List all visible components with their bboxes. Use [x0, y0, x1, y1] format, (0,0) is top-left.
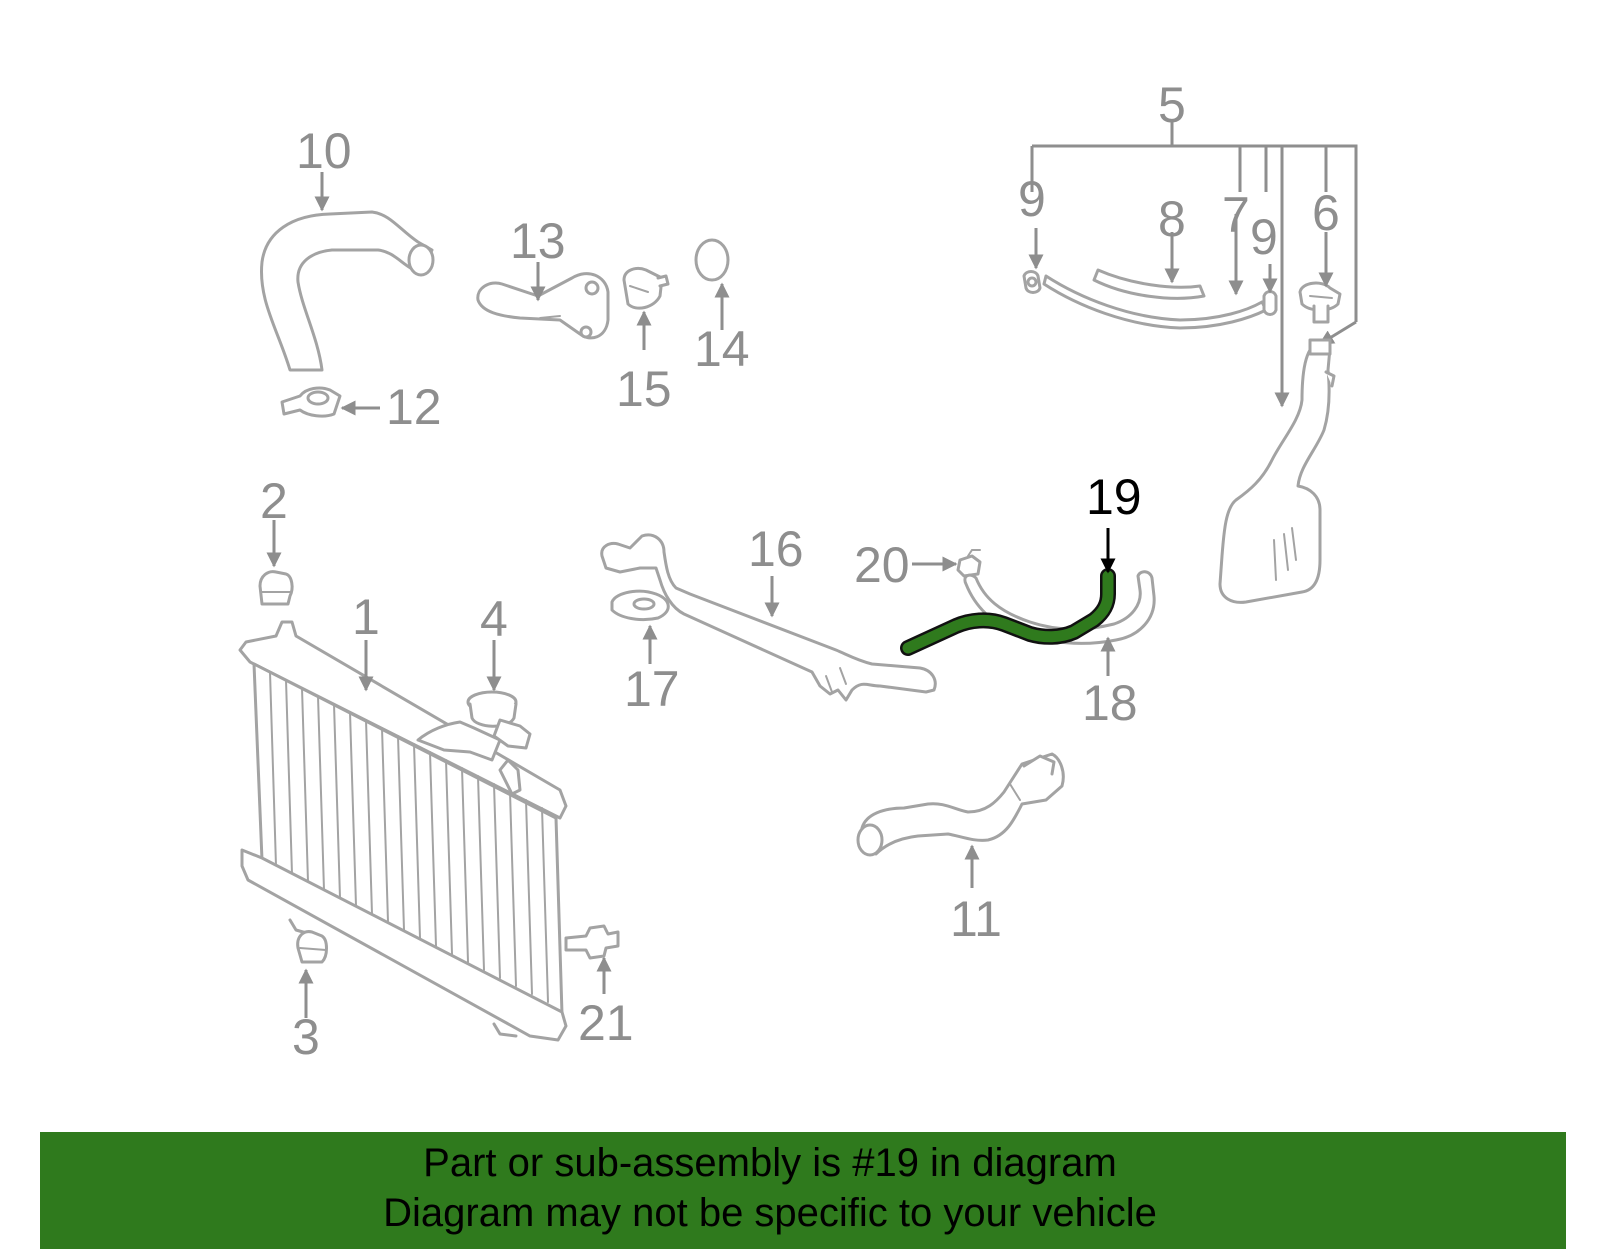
part-2-upper-mount [258, 570, 294, 606]
banner-line-1: Part or sub-assembly is #19 in diagram [423, 1141, 1117, 1185]
callout-19: 19 [1086, 469, 1142, 525]
callout-10: 10 [296, 123, 352, 179]
callout-8: 8 [1158, 191, 1186, 247]
part-21-drain-cock [564, 924, 620, 960]
callout-6: 6 [1312, 185, 1340, 241]
part-1-radiator [238, 620, 568, 1042]
part-9-clamp-left [1022, 270, 1042, 294]
part-6-reservoir-cap [1298, 281, 1342, 324]
callout-14: 14 [694, 321, 750, 377]
part-17-gasket [610, 589, 670, 622]
callout-13: 13 [510, 213, 566, 269]
part-19-hose-highlighted [900, 568, 1116, 656]
part-16-bypass-pipe [600, 533, 937, 702]
callout-7: 7 [1222, 187, 1250, 243]
callout-5: 5 [1158, 77, 1186, 133]
callout-11: 11 [950, 891, 1002, 947]
part-11-lower-hose [856, 752, 1065, 857]
callout-16: 16 [748, 521, 804, 577]
callout-9b: 9 [1250, 209, 1278, 265]
part-8-hose [1092, 268, 1206, 300]
banner-line-2: Diagram may not be specific to your vehi… [383, 1191, 1157, 1235]
part-3-lower-mount [296, 930, 328, 964]
part-15-thermostat [622, 266, 670, 310]
callout-4: 4 [480, 591, 508, 647]
callout-1: 1 [352, 589, 380, 645]
callout-21: 21 [578, 995, 634, 1051]
info-banner: Part or sub-assembly is #19 in diagram D… [40, 1132, 1566, 1249]
part-20-clip [956, 549, 982, 578]
callout-17: 17 [624, 661, 680, 717]
callout-20: 20 [854, 537, 910, 593]
part-10-upper-hose [259, 210, 435, 372]
callout-3: 3 [292, 1009, 320, 1065]
part-9-clamp-right [1262, 290, 1278, 316]
callout-18: 18 [1082, 675, 1138, 731]
part-5-reservoir-tank [1218, 338, 1336, 604]
part-12-clamp [280, 386, 342, 418]
part-13-thermostat-housing [476, 272, 610, 340]
callout-9a: 9 [1018, 171, 1046, 227]
callout-2: 2 [260, 473, 288, 529]
part-4-radiator-cap [466, 690, 532, 750]
callout-12: 12 [386, 379, 442, 435]
part-7-overflow-hose [1042, 274, 1268, 330]
callout-15: 15 [616, 361, 672, 417]
part-14-gasket [694, 238, 730, 282]
